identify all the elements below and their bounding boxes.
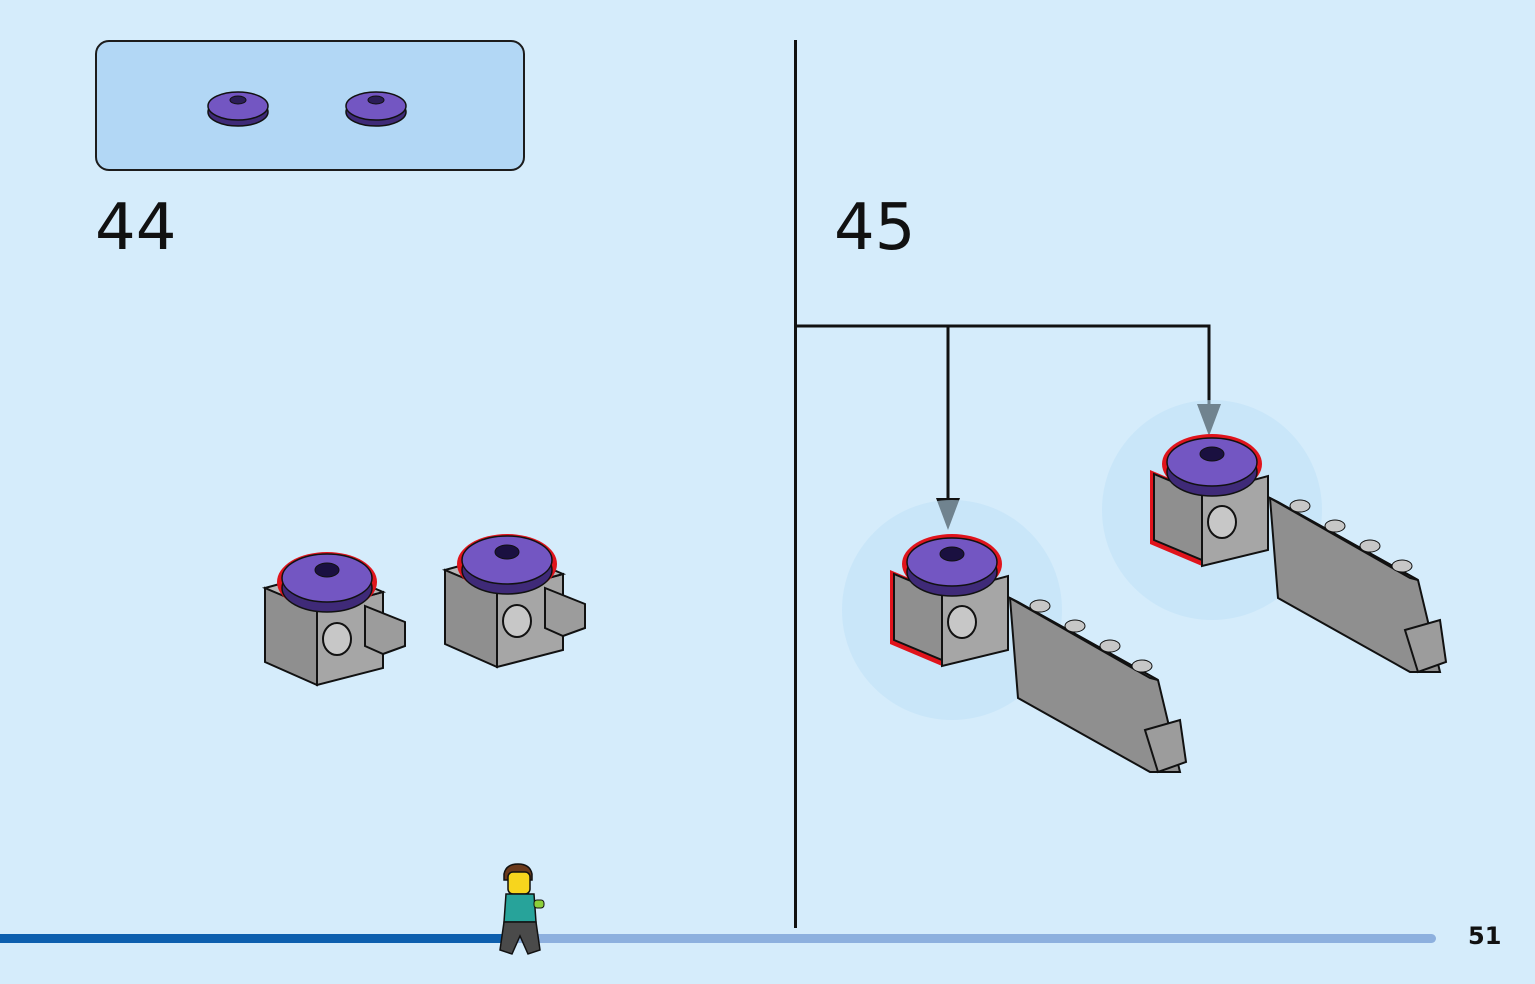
round-tile-icon: [345, 91, 407, 127]
step-number: 44: [95, 191, 177, 265]
brick-assembly: [441, 534, 586, 669]
progress-bar-remaining: [512, 934, 1436, 943]
attach-arrows: [796, 324, 1211, 500]
step-divider: [794, 40, 797, 928]
page-number: 51: [1468, 922, 1502, 950]
hinge-arm-assembly: [842, 500, 1188, 774]
step-number: 45: [834, 191, 916, 265]
hinge-arm-assembly: [1102, 400, 1448, 674]
parts-callout: [95, 40, 525, 171]
brick-assembly: [261, 552, 406, 687]
progress-bar-completed: [0, 934, 512, 943]
round-tile-icon: [207, 91, 269, 127]
